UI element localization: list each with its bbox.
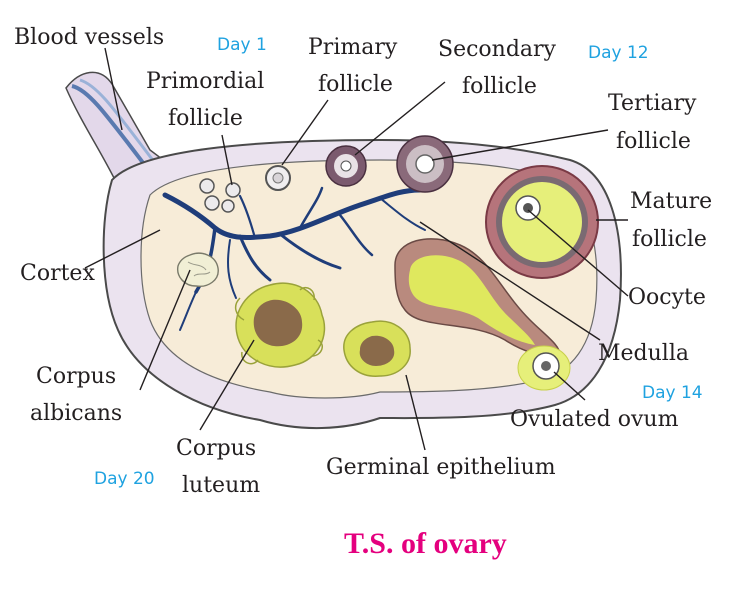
vessel-branch-2 xyxy=(238,234,272,282)
label-primordial-2: follicle xyxy=(168,106,243,131)
label-secondary-2: follicle xyxy=(462,74,537,99)
label-cortex: Cortex xyxy=(20,261,95,286)
ptr-oocyte xyxy=(527,209,629,297)
ptr-corpus-luteum xyxy=(199,339,255,431)
label-ovulated-ovum: Ovulated ovum xyxy=(510,407,679,432)
vessel-branch-4 xyxy=(298,186,324,230)
ptr-ovulated-ovum xyxy=(553,371,586,401)
ptr-primary xyxy=(281,99,329,166)
corpus-luteum-small xyxy=(343,320,411,377)
corpus-albicans xyxy=(177,252,219,287)
primordial-follicles xyxy=(199,178,241,213)
corpus-luteum-large xyxy=(234,282,326,368)
label-medulla: Medulla xyxy=(598,341,689,366)
label-day-14: Day 14 xyxy=(642,383,703,403)
label-corpus-luteum-1: Corpus xyxy=(176,436,256,461)
vessel-branch-8 xyxy=(179,291,197,331)
ptr-corpus-albicans xyxy=(139,269,191,391)
vessel-branch-5 xyxy=(338,213,374,257)
label-oocyte: Oocyte xyxy=(628,285,706,310)
secondary-follicle xyxy=(396,135,454,193)
vessel-branch-6 xyxy=(238,194,257,240)
label-tertiary-1: Tertiary xyxy=(608,91,697,116)
primordial-follicle-1 xyxy=(199,178,215,194)
diagram-title: T.S. of ovary xyxy=(344,527,507,560)
primordial-follicle-2 xyxy=(225,182,241,198)
ptr-tertiary xyxy=(431,129,609,161)
label-day-1: Day 1 xyxy=(217,35,267,55)
ptr-germinal xyxy=(405,374,426,451)
vessel-main xyxy=(162,187,423,241)
label-blood-vessels: Blood vessels xyxy=(14,25,164,50)
ovulated-ovum-shape xyxy=(517,345,571,391)
label-germinal-epithelium: Germinal epithelium xyxy=(326,455,556,480)
label-primordial-1: Primordial xyxy=(146,69,264,94)
ptr-medulla xyxy=(419,221,601,341)
label-tertiary-2: follicle xyxy=(616,129,691,154)
primary-follicle xyxy=(265,165,291,191)
ptr-cortex xyxy=(84,229,161,269)
label-primary-2: follicle xyxy=(318,72,393,97)
vessel-branch-7 xyxy=(379,197,426,231)
secondary-follicle-early xyxy=(325,145,367,187)
label-mature-1: Mature xyxy=(630,189,712,214)
ptr-secondary xyxy=(354,81,446,156)
label-corpus-albicans-1: Corpus xyxy=(36,364,116,389)
label-day-12: Day 12 xyxy=(588,43,649,63)
oocyte-nucleus xyxy=(523,203,533,213)
vessel-branch-9 xyxy=(227,239,237,299)
label-day-20: Day 20 xyxy=(94,469,155,489)
label-secondary-1: Secondary xyxy=(438,37,557,62)
labels: Blood vessels Day 1 Primordial follicle … xyxy=(14,25,712,560)
vessel-branch-3 xyxy=(278,232,342,270)
label-mature-2: follicle xyxy=(632,227,707,252)
primordial-follicle-3 xyxy=(204,195,220,211)
primordial-follicle-4 xyxy=(221,199,235,213)
label-primary-1: Primary xyxy=(308,35,398,60)
ptr-blood-vessels xyxy=(104,47,123,131)
label-corpus-albicans-2: albicans xyxy=(30,401,122,426)
ptr-primordial xyxy=(221,134,233,186)
pointer-lines xyxy=(84,47,629,451)
label-corpus-luteum-2: luteum xyxy=(182,473,260,498)
